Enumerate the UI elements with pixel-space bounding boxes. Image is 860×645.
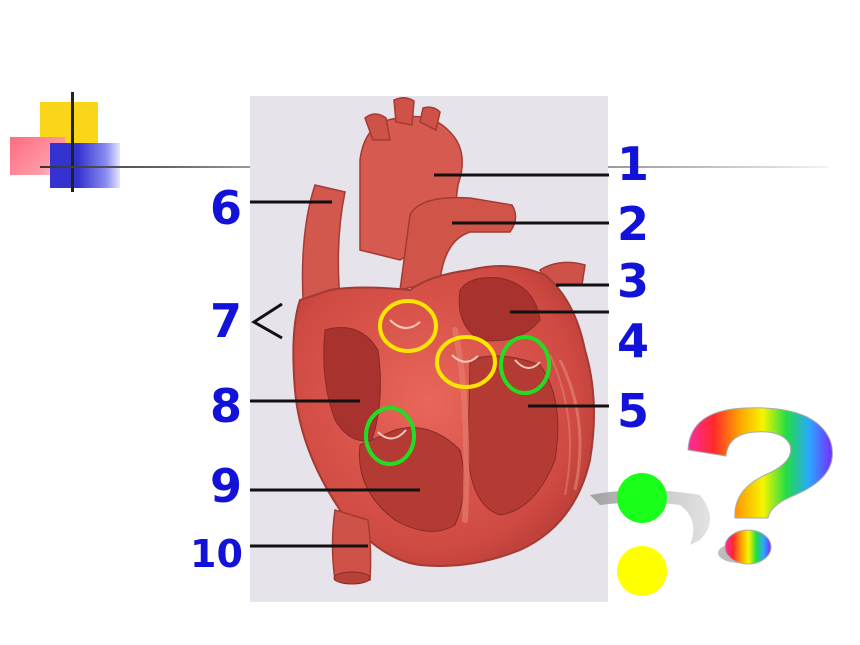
label-5: 5	[617, 384, 650, 438]
label-1: 1	[617, 137, 650, 191]
leader-lines-left	[250, 200, 420, 548]
rainbow-question-mark-icon	[590, 407, 833, 565]
label-8: 8	[210, 379, 243, 433]
yellow-marker-dot	[617, 546, 667, 596]
decor-horizontal-line-right	[608, 166, 828, 168]
valve-ring-green-left	[364, 406, 416, 466]
valve-ring-yellow-lower	[435, 335, 497, 389]
label-7: 7	[210, 294, 243, 348]
leader-lines-right	[434, 173, 609, 408]
label-4: 4	[617, 314, 650, 368]
valve-ring-green-right	[499, 335, 551, 395]
label-9: 9	[210, 459, 243, 513]
arrow-left-icon	[251, 302, 283, 340]
decor-vertical-line	[71, 92, 74, 192]
pulmonary-artery	[399, 196, 517, 291]
decor-horizontal-line-left	[40, 166, 250, 168]
right-ventricle-cavity	[358, 427, 465, 532]
heart-illustration	[292, 97, 595, 585]
label-6: 6	[210, 181, 243, 235]
left-atrium-cavity	[458, 277, 541, 342]
label-2: 2	[617, 197, 650, 251]
label-10: 10	[190, 532, 243, 576]
valve-ring-yellow-upper	[378, 299, 438, 353]
left-ventricle-cavity	[467, 355, 559, 516]
decor-blue-square	[50, 143, 120, 188]
label-3: 3	[617, 254, 650, 308]
green-marker-dot	[617, 473, 667, 523]
